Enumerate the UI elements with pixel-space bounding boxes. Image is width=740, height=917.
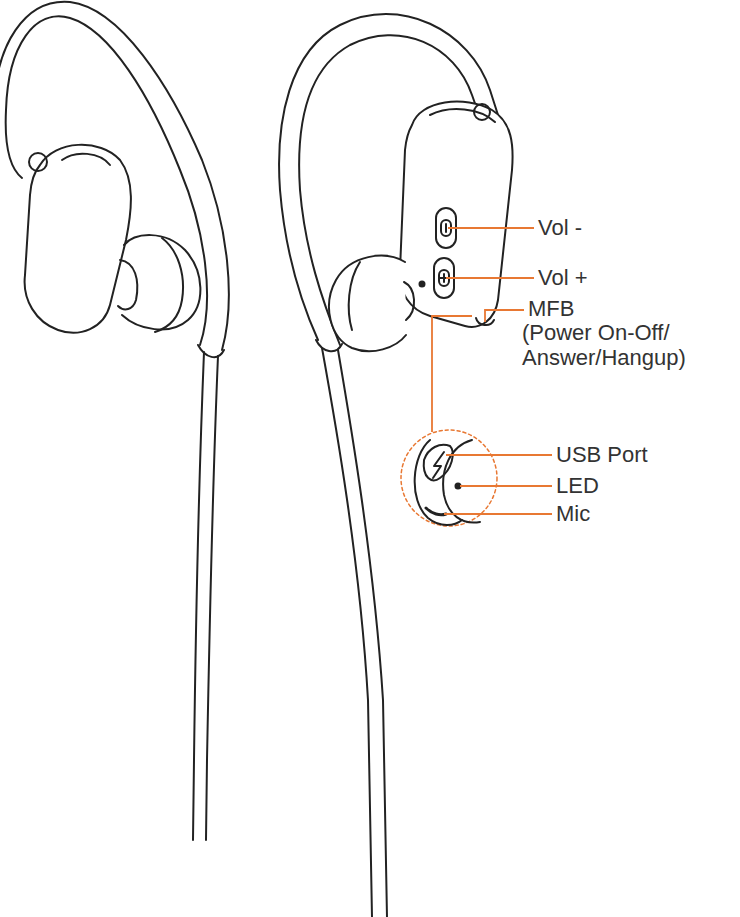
- callout-label: LED: [556, 473, 599, 498]
- cable: [338, 350, 387, 917]
- ear-hook: [0, 2, 229, 350]
- callout-label: Vol +: [538, 265, 588, 290]
- callout-note: (Power On-Off/ Answer/Hangup): [522, 320, 700, 370]
- leader-line: [446, 277, 534, 279]
- leader-line: [448, 227, 534, 229]
- minus-sign: [445, 224, 447, 232]
- callout-label: Vol -: [538, 215, 582, 240]
- detail-housing: [415, 440, 462, 525]
- callout-label: MFB: [528, 296, 574, 321]
- ear-tip-stem: [404, 282, 414, 320]
- leader-line: [460, 485, 552, 487]
- vent: [420, 282, 425, 287]
- cable: [193, 352, 204, 840]
- callout-label: Mic: [556, 501, 590, 526]
- ear-tip: [329, 256, 406, 351]
- led: [456, 484, 461, 489]
- cable: [322, 348, 372, 917]
- ear-tip-stem: [118, 260, 137, 309]
- earbud-body: [400, 102, 513, 327]
- ear-hook: [6, 16, 207, 345]
- ear-tip: [349, 262, 360, 330]
- ear-tip: [122, 235, 200, 329]
- hook-knob: [474, 104, 490, 120]
- magnifier-circle: [401, 430, 497, 526]
- earbud-body: [25, 145, 131, 333]
- leader-line: [446, 454, 552, 456]
- detail-housing: [443, 440, 480, 523]
- leader-line: [432, 316, 472, 432]
- mic: [426, 508, 446, 515]
- cable: [206, 356, 218, 840]
- ear-hook-joint: [198, 345, 224, 357]
- usb-port: [424, 445, 453, 480]
- callout-label: USB Port: [556, 442, 648, 467]
- ear-tip: [155, 238, 183, 332]
- leader-line: [444, 513, 552, 515]
- earbud-body: [62, 154, 110, 165]
- hook-knob: [29, 153, 47, 171]
- usb-symbol: [433, 452, 444, 478]
- leader-line: [485, 310, 524, 322]
